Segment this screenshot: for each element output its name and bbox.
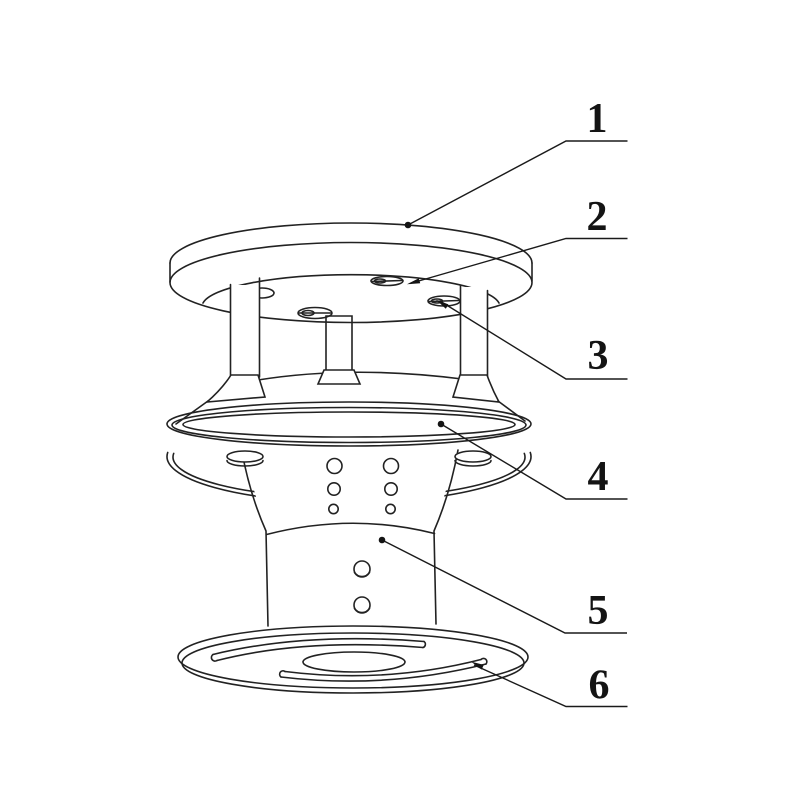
svg-text:4: 4 [588, 454, 609, 500]
svg-text:2: 2 [587, 194, 608, 240]
svg-text:5: 5 [588, 588, 609, 634]
svg-text:1: 1 [587, 96, 608, 142]
svg-text:3: 3 [588, 333, 609, 379]
svg-text:6: 6 [589, 663, 610, 709]
